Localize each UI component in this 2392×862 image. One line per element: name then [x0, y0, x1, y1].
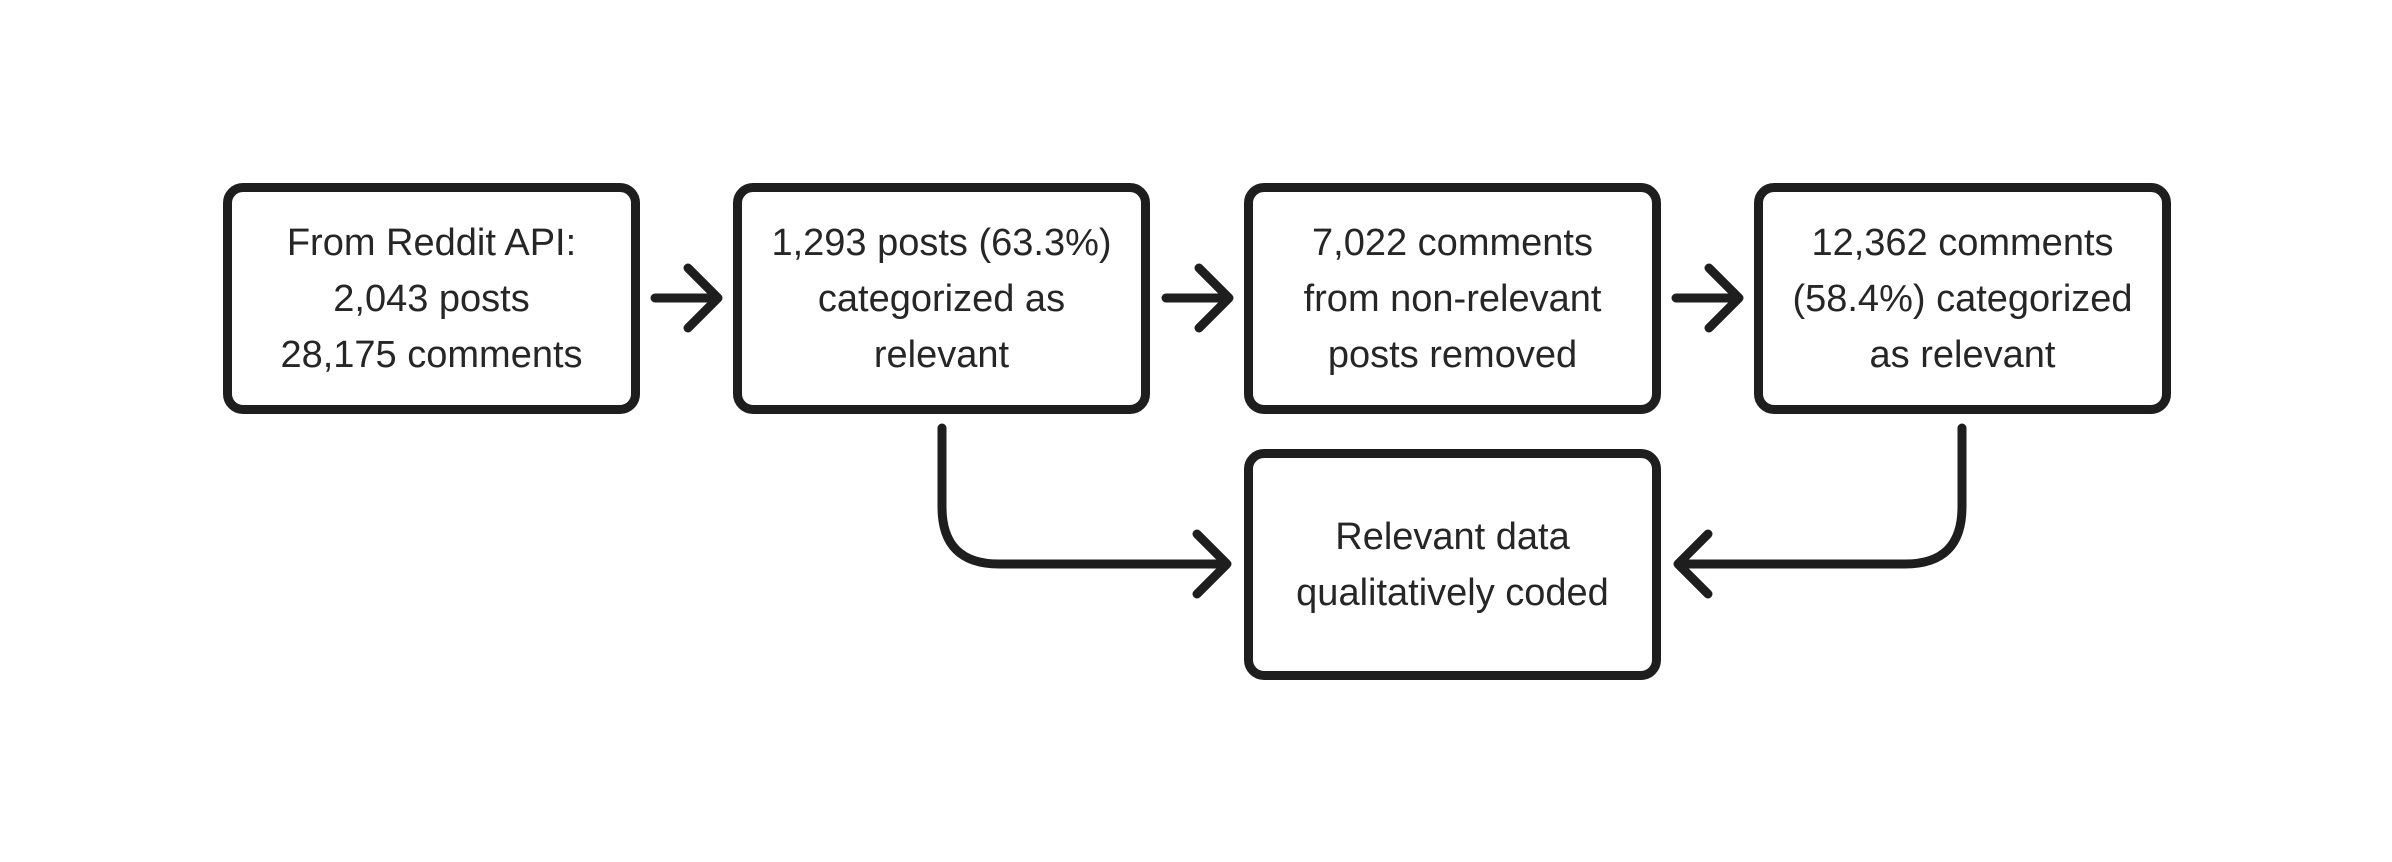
- node-reddit-api-source: From Reddit API: 2,043 posts 28,175 comm…: [223, 183, 640, 414]
- node-comments-removed: 7,022 comments from non-relevant posts r…: [1244, 183, 1661, 414]
- node-line: 12,362 comments: [1811, 221, 2114, 264]
- node-line: Relevant data: [1335, 515, 1570, 558]
- node-line: 1,293 posts (63.3%): [771, 221, 1112, 264]
- node-line: 7,022 comments: [1312, 221, 1593, 264]
- arrow-n3-to-n4: [1671, 263, 1744, 333]
- node-line: as relevant: [1869, 333, 2056, 376]
- node-qualitative-coding: Relevant data qualitatively coded: [1244, 449, 1661, 680]
- node-line: 2,043 posts: [333, 277, 530, 320]
- node-line: qualitatively coded: [1296, 571, 1609, 614]
- arrow-n2-to-n5: [937, 423, 1232, 599]
- arrow-n2-to-n3: [1161, 263, 1234, 333]
- node-line: from non-relevant: [1303, 277, 1602, 320]
- arrow-n4-to-n5: [1673, 423, 1967, 599]
- node-relevant-posts: 1,293 posts (63.3%) categorized as relev…: [733, 183, 1150, 414]
- node-line: (58.4%) categorized: [1792, 277, 2133, 320]
- arrow-n1-to-n2: [650, 263, 723, 333]
- node-line: posts removed: [1327, 333, 1578, 376]
- node-line: 28,175 comments: [280, 333, 583, 376]
- node-line: categorized as: [817, 277, 1066, 320]
- node-relevant-comments: 12,362 comments (58.4%) categorized as r…: [1754, 183, 2171, 414]
- node-line: From Reddit API:: [286, 221, 577, 264]
- node-line: relevant: [873, 333, 1010, 376]
